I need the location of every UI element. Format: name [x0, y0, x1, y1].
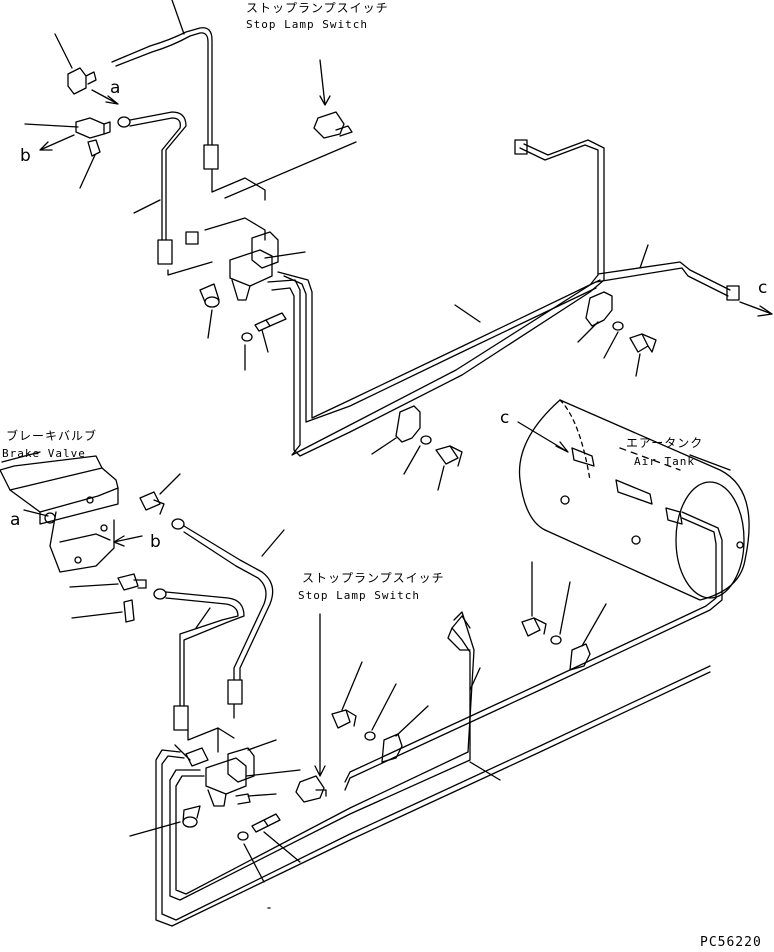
- top-valve-body: [230, 232, 278, 300]
- brake-valve-leader: [2, 452, 40, 462]
- brake-valve-jp: ブレーキバルブ: [6, 429, 98, 443]
- ref-a-top: a: [110, 78, 121, 98]
- arrow-a-top: [92, 90, 118, 104]
- top-tee-fitting: [76, 118, 110, 156]
- top-leaders: [25, 0, 305, 370]
- arrow-c-tank: [518, 422, 568, 452]
- top-spacer: [200, 284, 219, 307]
- top-elbow-fitting: [68, 68, 96, 94]
- bottom-long-pipe: [156, 612, 710, 926]
- top-bracket: [168, 142, 356, 275]
- ref-b-top: b: [20, 146, 31, 166]
- stop-lamp-switch-bottom-jp: ストップランプスイッチ: [302, 571, 445, 585]
- top-bolt: [255, 313, 286, 331]
- top-hose-1: [112, 28, 218, 169]
- arrow-b-valve: [114, 536, 142, 546]
- bottom-hose-1: [172, 519, 284, 704]
- brake-valve-en: Brake Valve: [2, 447, 86, 460]
- stop-lamp-switch-bottom-en: Stop Lamp Switch: [298, 589, 420, 602]
- brake-valve: [0, 456, 118, 572]
- bottom-spacer: [130, 806, 200, 836]
- top-stop-lamp-switch: [314, 60, 352, 138]
- pipe-leader-1: [455, 305, 480, 322]
- clamp-set-1: [578, 292, 656, 376]
- arrow-a-valve: [24, 510, 48, 516]
- clamp-set-4: [332, 662, 428, 762]
- bottom-bolt: [244, 814, 300, 882]
- clamp-set-2: [372, 406, 462, 490]
- bottom-stop-lamp-switch: [246, 614, 326, 802]
- bottom-washer: [238, 832, 248, 840]
- pipe-leader-2: [640, 245, 648, 268]
- valve-fitting-1: [140, 474, 180, 514]
- arrow-c-right: [740, 302, 772, 316]
- air-tank: [345, 400, 749, 790]
- valve-fitting-2: [70, 574, 146, 622]
- air-tank-jp: エアータンク: [626, 436, 704, 450]
- top-long-pipe: [268, 140, 739, 456]
- top-washer: [242, 333, 252, 341]
- stop-lamp-switch-top-jp: ストップランプスイッチ: [246, 1, 389, 15]
- ref-a-valve: a: [10, 510, 21, 530]
- ref-b-valve: b: [150, 532, 161, 552]
- bottom-hose-2: [154, 589, 244, 730]
- top-hose-2: [118, 112, 186, 264]
- bottom-valve-body: [186, 740, 276, 806]
- ref-c-tank: c: [500, 408, 510, 428]
- bottom-pipe-leader-2: [470, 762, 500, 780]
- air-tank-en: Air Tank: [634, 455, 695, 468]
- clamp-set-3: [522, 562, 606, 670]
- bottom-pipe-leader-1: [470, 668, 480, 690]
- arrow-b-top: [40, 135, 74, 150]
- ref-c-right: c: [758, 278, 768, 298]
- top-plug: [186, 232, 198, 244]
- stop-lamp-switch-top-en: Stop Lamp Switch: [246, 18, 368, 31]
- drawing-code: PC56220: [700, 935, 762, 950]
- air-tank-leader: [690, 455, 730, 470]
